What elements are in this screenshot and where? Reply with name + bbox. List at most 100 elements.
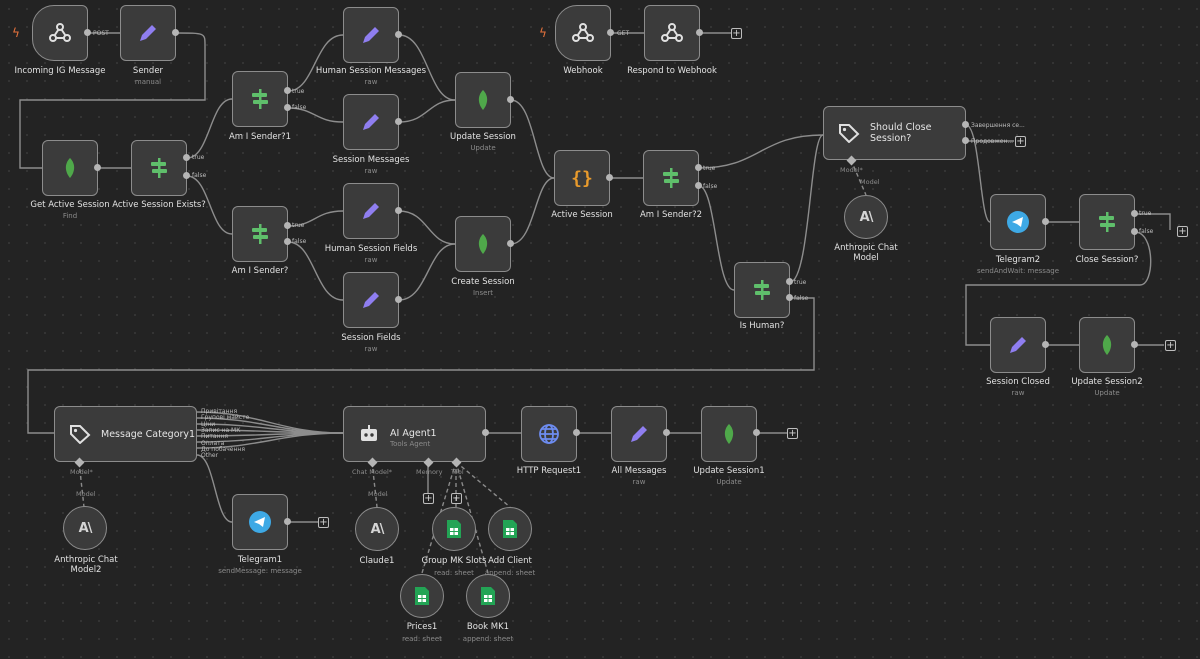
output-port[interactable] (84, 29, 91, 36)
output-port[interactable] (695, 182, 702, 189)
node-update-session[interactable] (455, 72, 511, 128)
output-port[interactable] (696, 29, 703, 36)
anthropic-icon: A\ (78, 520, 93, 536)
node-sublabel: raw (364, 167, 378, 175)
node-session-messages[interactable] (343, 94, 399, 150)
output-port[interactable] (663, 429, 670, 436)
node-am-i-sender-1[interactable] (232, 71, 288, 127)
edge-label-true: true (794, 279, 807, 286)
telegram-icon (1007, 211, 1029, 233)
node-label: Session Fields (341, 333, 401, 343)
node-telegram2[interactable] (990, 194, 1046, 250)
globe-icon (539, 424, 559, 444)
add-memory-plus-icon[interactable]: + (423, 493, 434, 504)
output-port[interactable] (284, 104, 291, 111)
add-node-plus-icon[interactable]: + (1015, 136, 1026, 147)
output-port[interactable] (284, 518, 291, 525)
node-incoming-ig-message[interactable] (32, 5, 88, 61)
google-sheets-icon (447, 520, 461, 538)
output-port[interactable] (607, 29, 614, 36)
node-should-close-session[interactable]: Should Close Session? (823, 106, 966, 160)
node-sublabel: read: sheet (402, 635, 442, 643)
add-node-plus-icon[interactable]: + (787, 428, 798, 439)
node-am-i-sender[interactable] (232, 206, 288, 262)
node-message-category1[interactable]: Message Category1 (54, 406, 197, 462)
node-anthropic-chat-model[interactable]: A\ (844, 195, 888, 239)
node-label: Respond to Webhook (627, 66, 717, 76)
output-port[interactable] (695, 164, 702, 171)
output-port[interactable] (183, 172, 190, 179)
node-label: Incoming IG Message (14, 66, 106, 76)
add-tool-plus-icon[interactable]: + (451, 493, 462, 504)
output-port[interactable] (395, 118, 402, 125)
node-create-session[interactable] (455, 216, 511, 272)
node-active-session-exists[interactable] (131, 140, 187, 196)
node-active-session[interactable]: {} (554, 150, 610, 206)
node-book-mk1[interactable] (466, 574, 510, 618)
node-session-fields[interactable] (343, 272, 399, 328)
node-add-client[interactable] (488, 507, 532, 551)
edge-label-category-output: Оплата (201, 439, 225, 447)
output-port[interactable] (395, 31, 402, 38)
output-port[interactable] (507, 240, 514, 247)
node-sender[interactable] (120, 5, 176, 61)
node-is-human[interactable] (734, 262, 790, 318)
output-port[interactable] (395, 207, 402, 214)
node-respond-to-webhook[interactable] (644, 5, 700, 61)
mongodb-leaf-icon (724, 424, 734, 444)
node-human-session-messages[interactable] (343, 7, 399, 63)
output-port[interactable] (284, 238, 291, 245)
node-get-active-session[interactable] (42, 140, 98, 196)
node-anthropic-chat-model2[interactable]: A\ (63, 506, 107, 550)
node-close-session[interactable] (1079, 194, 1135, 250)
add-node-plus-icon[interactable]: + (318, 517, 329, 528)
output-port[interactable] (284, 87, 291, 94)
node-telegram1[interactable] (232, 494, 288, 550)
node-label: Active Session (551, 210, 613, 220)
node-http-request1[interactable] (521, 406, 577, 462)
output-port[interactable] (395, 296, 402, 303)
node-ai-agent1[interactable]: AI Agent1 Tools Agent (343, 406, 486, 462)
node-update-session2[interactable] (1079, 317, 1135, 373)
node-all-messages[interactable] (611, 406, 667, 462)
output-port[interactable] (1131, 210, 1138, 217)
node-human-session-fields[interactable] (343, 183, 399, 239)
output-port[interactable] (507, 96, 514, 103)
output-port[interactable] (284, 222, 291, 229)
node-update-session1[interactable] (701, 406, 757, 462)
node-claude1[interactable]: A\ (355, 507, 399, 551)
edge-label-category-output: До побачення (201, 445, 245, 453)
output-port[interactable] (786, 278, 793, 285)
output-port[interactable] (1131, 341, 1138, 348)
add-node-plus-icon[interactable]: + (731, 28, 742, 39)
output-port[interactable] (962, 137, 969, 144)
output-port[interactable] (786, 294, 793, 301)
add-node-plus-icon[interactable]: + (1177, 226, 1188, 237)
node-sublabel: raw (364, 256, 378, 264)
webhook-icon (572, 23, 594, 42)
node-am-i-sender-2[interactable] (643, 150, 699, 206)
output-port[interactable] (94, 164, 101, 171)
output-port[interactable] (183, 154, 190, 161)
node-session-closed[interactable] (990, 317, 1046, 373)
node-label: HTTP Request1 (516, 466, 582, 476)
edge-label-true: true (292, 222, 305, 229)
node-webhook[interactable] (555, 5, 611, 61)
node-prices1[interactable] (400, 574, 444, 618)
node-sublabel: manual (134, 78, 162, 86)
output-port[interactable] (1042, 218, 1049, 225)
output-port[interactable] (1042, 341, 1049, 348)
output-port[interactable] (573, 429, 580, 436)
mongodb-leaf-icon (478, 234, 488, 254)
output-port[interactable] (962, 121, 969, 128)
node-group-mk-slots[interactable] (432, 507, 476, 551)
output-port[interactable] (172, 29, 179, 36)
output-port[interactable] (482, 429, 489, 436)
node-sublabel: Update (1094, 389, 1120, 397)
output-port[interactable] (606, 174, 613, 181)
output-port[interactable] (753, 429, 760, 436)
output-port[interactable] (1131, 228, 1138, 235)
node-label: Update Session2 (1071, 377, 1143, 387)
connector-label-model: Model (860, 178, 880, 186)
add-node-plus-icon[interactable]: + (1165, 340, 1176, 351)
